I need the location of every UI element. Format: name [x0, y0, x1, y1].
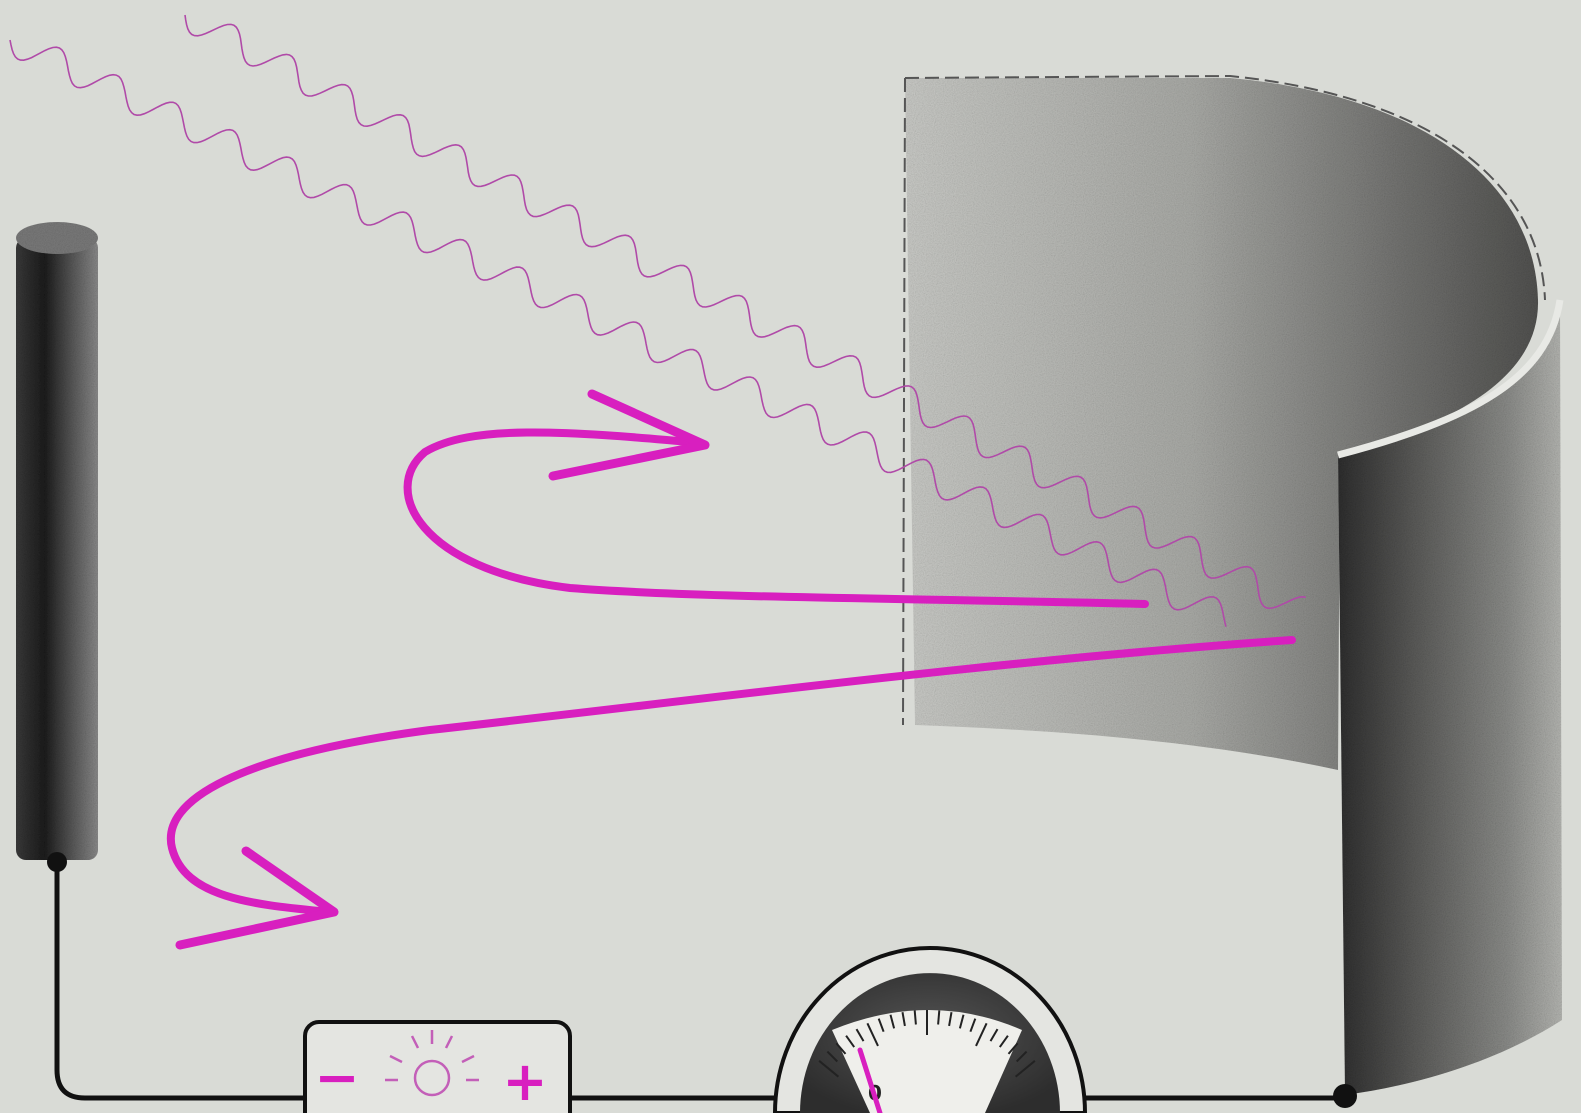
ammeter-scale: [832, 1010, 1022, 1113]
ammeter-needle: [857, 1047, 883, 1113]
ammeter-tick: [1014, 1060, 1036, 1078]
anode-rod: [16, 222, 98, 872]
ammeter-tick: [835, 1042, 847, 1055]
battery-outline: [303, 1020, 572, 1113]
ammeter-tick: [998, 1035, 1009, 1048]
ammeter-tick: [826, 1050, 839, 1063]
ammeter-tick: [877, 1018, 885, 1033]
photon-wave-1: [9, 39, 1227, 627]
ammeter-tick: [975, 1022, 988, 1047]
photon-wave-2: [184, 14, 1306, 610]
ammeter-tick: [969, 1018, 977, 1033]
cathode-dashed-edge: [902, 74, 1546, 726]
ammeter-tick: [937, 1010, 941, 1025]
battery-positive-label: +: [502, 1050, 547, 1113]
electron-arrow-lower: [175, 846, 339, 950]
electron-path-upper: [403, 428, 1149, 608]
ammeter-tick: [948, 1012, 953, 1027]
light-bulb-icon: [385, 1030, 479, 1097]
ammeter-tick: [855, 1028, 865, 1042]
anode-rod-top: [16, 222, 98, 254]
ammeter-tick: [1007, 1042, 1019, 1055]
ammeter-tick: [913, 1010, 917, 1025]
ammeter-tick: [989, 1028, 999, 1042]
ammeter-tick: [1015, 1050, 1028, 1063]
light-rays: [9, 14, 1306, 627]
cathode-rim: [1337, 299, 1564, 459]
electron-path-lower: [166, 636, 1296, 916]
cathode-outer-surface: [1338, 300, 1562, 1095]
battery-box: − +: [303, 1020, 572, 1113]
ammeter-tick: [958, 1014, 965, 1029]
ammeter-tick: [845, 1035, 856, 1048]
battery-negative-label: −: [314, 1046, 359, 1109]
wire-anode-to-battery: [54, 862, 305, 1101]
ammeter-ticks: [818, 1010, 1036, 1078]
electron-arrow-upper: [548, 389, 710, 481]
electron-paths: [166, 389, 1296, 950]
cathode-inner-surface: [905, 78, 1539, 770]
circuit-wire: [54, 862, 1345, 1101]
ammeter-tick: [866, 1022, 879, 1047]
ammeter-tick: [901, 1012, 906, 1027]
ammeter: 0: [772, 946, 1088, 1113]
ammeter-tick: [818, 1060, 840, 1078]
anode-rod-body: [16, 238, 98, 860]
cathode-terminal: [1333, 1084, 1357, 1108]
ammeter-tick: [889, 1014, 896, 1029]
cathode-plate: [902, 74, 1564, 1095]
